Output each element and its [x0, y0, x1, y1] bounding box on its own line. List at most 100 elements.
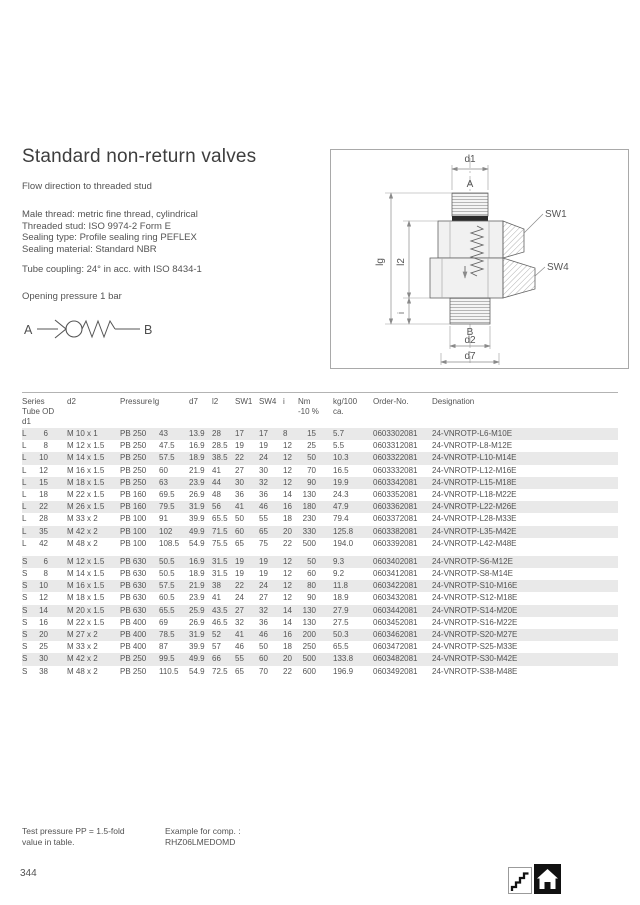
cell-d2-thread: M 42 x 2 — [67, 526, 98, 536]
table-group-s-series: S 6 M 12 x 1.5 PB 630 50.5 16.9 31.5 19 … — [22, 555, 618, 678]
cell-order-no: 0603352081 — [373, 489, 418, 499]
tube-coupling-note: Tube coupling: 24° in acc. with ISO 8434… — [22, 264, 202, 275]
stairs-icon[interactable] — [508, 867, 532, 894]
cell-nm-torque: 90 — [307, 593, 316, 603]
cell-tube-od: 16 — [39, 617, 48, 627]
cell-tube-od: 35 — [39, 526, 48, 536]
cell-d2-thread: M 48 x 2 — [67, 538, 98, 548]
cell-d7: 26.9 — [189, 617, 205, 627]
spec-line: Sealing material: Standard NBR — [22, 243, 157, 255]
cell-d2-thread: M 22 x 1.5 — [67, 617, 105, 627]
cell-d2-thread: M 33 x 2 — [67, 642, 98, 652]
cell-sw1: 19 — [235, 569, 244, 579]
cell-i: 16 — [283, 502, 292, 512]
cell-l2: 43.5 — [212, 605, 228, 615]
cell-pressure: PB 100 — [120, 526, 147, 536]
cell-l2: 75.5 — [212, 538, 228, 548]
cell-l2: 38.5 — [212, 453, 228, 463]
test-pressure-note: Test pressure PP = 1.5-fold value in tab… — [22, 826, 125, 847]
cell-nm-torque: 250 — [302, 642, 316, 652]
dimension-table: Series Tube OD d1 d2 Pressure lg d7 l2 S… — [22, 392, 618, 678]
cell-order-no: 0603342081 — [373, 477, 418, 487]
cell-nm-torque: 500 — [302, 538, 316, 548]
cell-d2-thread: M 26 x 1.5 — [67, 502, 105, 512]
cell-pressure: PB 400 — [120, 642, 147, 652]
cell-sw1: 60 — [235, 526, 244, 536]
cell-nm-torque: 80 — [307, 581, 316, 591]
cell-tube-od: 38 — [39, 666, 48, 676]
cell-l2: 28.5 — [212, 441, 228, 451]
cell-d2-thread: M 22 x 1.5 — [67, 489, 105, 499]
cell-sw1: 36 — [235, 489, 244, 499]
cell-order-no: 0603382081 — [373, 526, 418, 536]
cell-d2-thread: M 33 x 2 — [67, 514, 98, 524]
cell-d7: 54.9 — [189, 666, 205, 676]
cell-pressure: PB 630 — [120, 556, 147, 566]
cell-weight: 27.5 — [333, 617, 349, 627]
cell-l2: 38 — [212, 581, 221, 591]
cell-d7: 21.9 — [189, 581, 205, 591]
cell-lg: 65.5 — [159, 605, 175, 615]
cell-tube-od: 10 — [39, 581, 48, 591]
cell-pressure: PB 630 — [120, 569, 147, 579]
col-header-pressure: Pressure — [120, 397, 153, 406]
cell-l2: 57 — [212, 642, 221, 652]
cell-i: 12 — [283, 441, 292, 451]
cell-pressure: PB 160 — [120, 489, 147, 499]
cell-order-no: 0603402081 — [373, 556, 418, 566]
cell-lg: 99.5 — [159, 654, 175, 664]
cell-sw4: 19 — [259, 556, 268, 566]
cell-lg: 91 — [159, 514, 168, 524]
cell-i: 22 — [283, 538, 292, 548]
cell-l2: 44 — [212, 477, 221, 487]
cell-series: S — [22, 569, 28, 579]
cell-d7: 16.9 — [189, 556, 205, 566]
cell-d7: 25.9 — [189, 605, 205, 615]
cell-pressure: PB 250 — [120, 429, 147, 438]
cell-sw4: 19 — [259, 569, 268, 579]
cell-sw1: 22 — [235, 453, 244, 463]
cell-sw4: 24 — [259, 453, 268, 463]
cell-designation: 24-VNROTP-S30-M42E — [432, 654, 518, 664]
cell-tube-od: 42 — [39, 538, 48, 548]
cell-d2-thread: M 14 x 1.5 — [67, 569, 105, 579]
cell-l2: 72.5 — [212, 666, 228, 676]
cell-nm-torque: 330 — [302, 526, 316, 536]
cell-sw1: 41 — [235, 502, 244, 512]
spec-line: Threaded stud: ISO 9974-2 Form E — [22, 220, 171, 232]
cell-sw4: 27 — [259, 593, 268, 603]
opening-pressure-note: Opening pressure 1 bar — [22, 291, 122, 302]
cell-d2-thread: M 14 x 1.5 — [67, 453, 105, 463]
cell-designation: 24-VNROTP-L12-M16E — [432, 465, 517, 475]
cell-order-no: 0603472081 — [373, 642, 418, 652]
cell-sw4: 70 — [259, 666, 268, 676]
cell-d7: 39.9 — [189, 642, 205, 652]
cell-order-no: 0603442081 — [373, 605, 418, 615]
cell-nm-torque: 200 — [302, 630, 316, 639]
cell-weight: 16.5 — [333, 465, 349, 475]
home-icon[interactable] — [534, 864, 561, 894]
cell-d2-thread: M 12 x 1.5 — [67, 441, 105, 451]
cell-series: S — [22, 617, 28, 627]
table-row: L 10 M 14 x 1.5 PB 250 57.5 18.9 38.5 22… — [22, 452, 618, 465]
cell-l2: 56 — [212, 502, 221, 512]
cell-tube-od: 12 — [39, 465, 48, 475]
cell-pressure: PB 100 — [120, 514, 147, 524]
cell-d2-thread: M 18 x 1.5 — [67, 477, 105, 487]
cell-sw4: 32 — [259, 477, 268, 487]
cell-sw4: 24 — [259, 581, 268, 591]
spec-list: Male thread: metric fine thread, cylindr… — [22, 209, 198, 255]
cell-d7: 13.9 — [189, 429, 205, 438]
dim-sw1-label: SW1 — [545, 209, 567, 220]
cell-i: 14 — [283, 617, 292, 627]
cell-series: S — [22, 642, 28, 652]
dim-d7-label: d7 — [464, 351, 476, 362]
port-b-label: B — [467, 327, 474, 338]
table-row: L 18 M 22 x 1.5 PB 160 69.5 26.9 48 36 3… — [22, 489, 618, 501]
cell-series: L — [22, 465, 27, 475]
cell-d7: 21.9 — [189, 465, 205, 475]
cell-d2-thread: M 10 x 1 — [67, 429, 98, 438]
cell-lg: 60 — [159, 465, 168, 475]
cell-lg: 63 — [159, 477, 168, 487]
cell-d2-thread: M 27 x 2 — [67, 630, 98, 639]
